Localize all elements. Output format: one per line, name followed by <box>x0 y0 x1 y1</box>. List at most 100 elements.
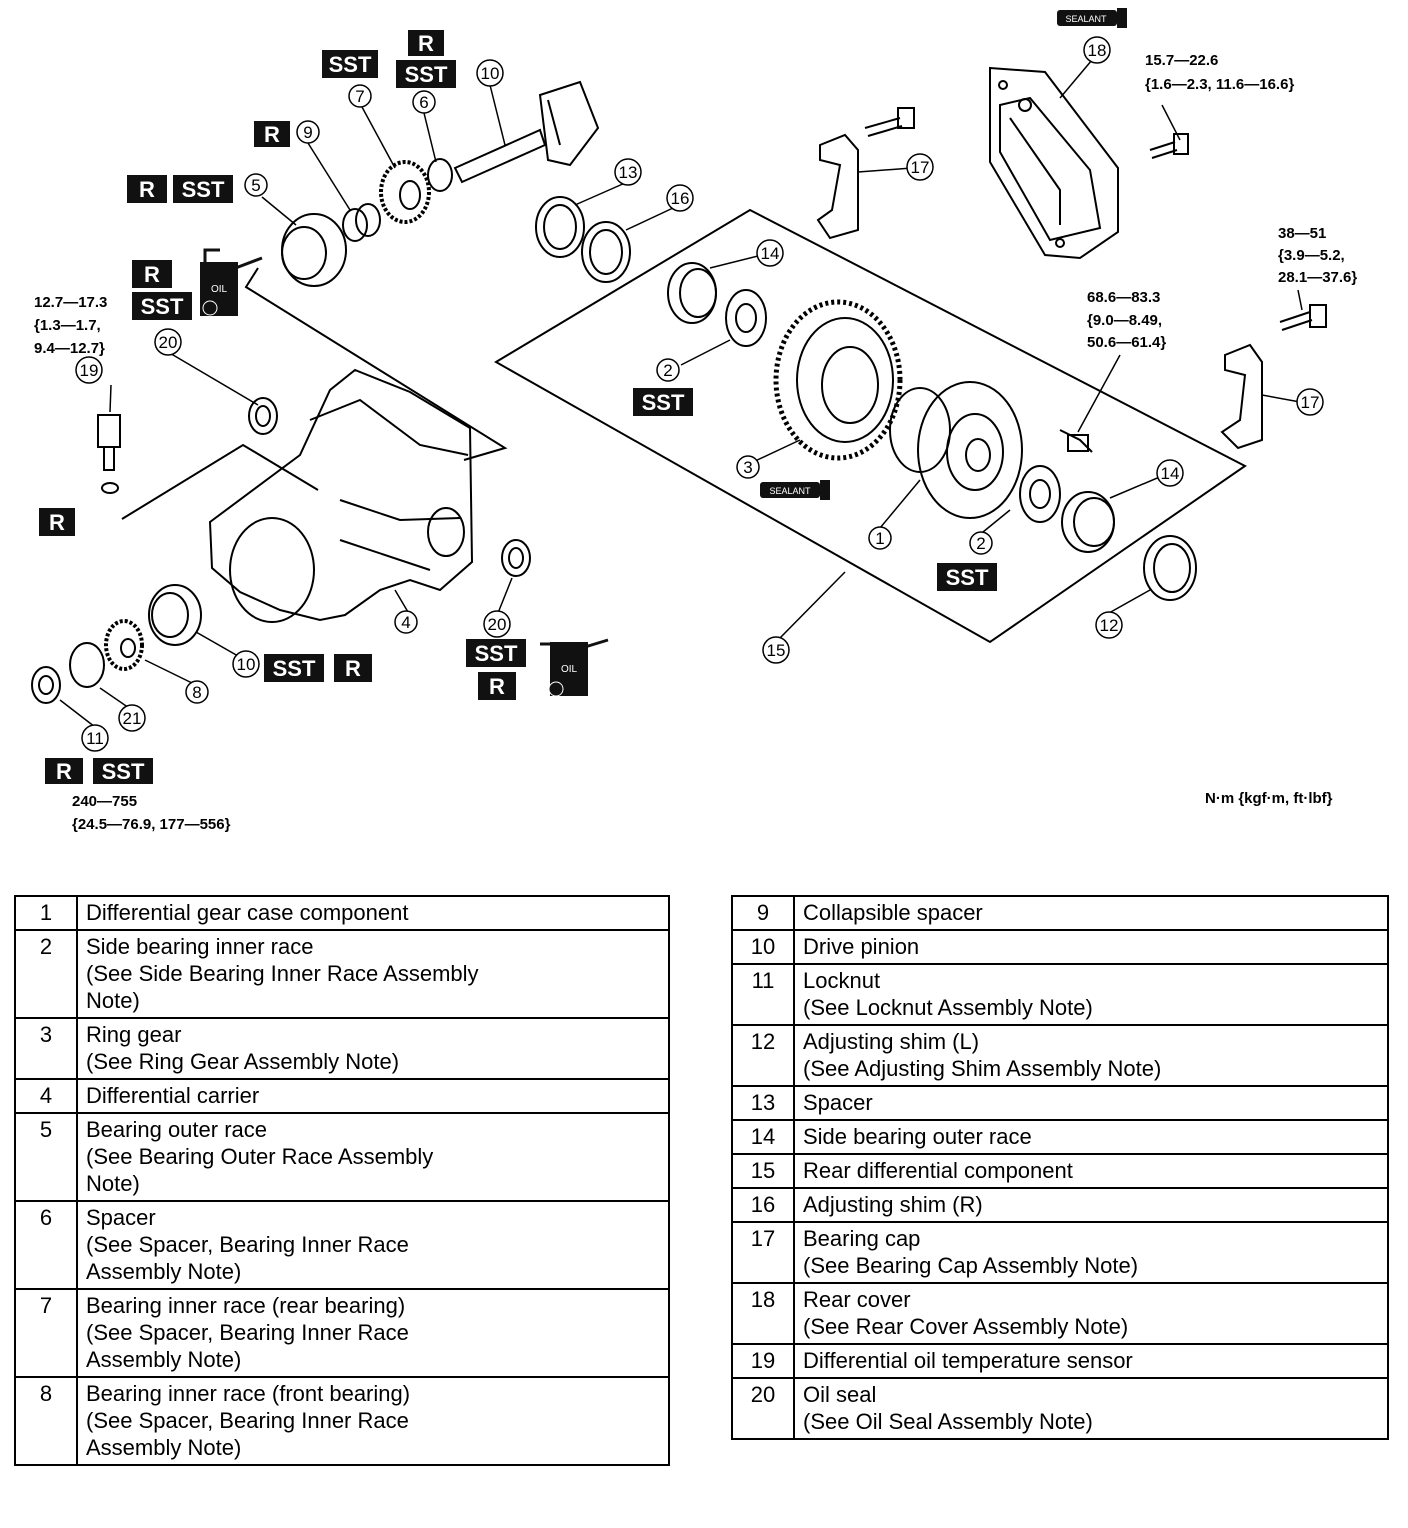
svg-text:{1.3—1.7,: {1.3—1.7, <box>34 317 101 334</box>
part-description: Bearing inner race (front bearing)(See S… <box>76 1376 670 1466</box>
svg-text:17: 17 <box>911 158 930 177</box>
part-description: Bearing inner race (rear bearing)(See Sp… <box>76 1288 670 1378</box>
description-line: Collapsible spacer <box>803 900 983 925</box>
svg-text:20: 20 <box>159 333 178 352</box>
svg-text:13: 13 <box>619 163 638 182</box>
svg-text:SST: SST <box>182 177 225 202</box>
callout-13: 13 <box>614 158 642 186</box>
leader-line <box>121 443 319 520</box>
description-line: Differential oil temperature sensor <box>803 1348 1133 1373</box>
sealant-icon: SEALANT <box>760 480 830 500</box>
oil-can-icon: OIL <box>200 248 263 316</box>
svg-text:{9.0—8.49,: {9.0—8.49, <box>1087 312 1162 329</box>
part-number: 2 <box>14 929 78 1019</box>
part-description: Oil seal(See Oil Seal Assembly Note) <box>793 1377 1389 1440</box>
svg-text:SST: SST <box>475 641 518 666</box>
part-description: Bearing outer race(See Bearing Outer Rac… <box>76 1112 670 1202</box>
rear-bearing-drawing <box>379 160 431 224</box>
callout-3: 3 <box>736 455 760 479</box>
part-number: 11 <box>731 963 795 1026</box>
part-description: Rear cover(See Rear Cover Assembly Note) <box>793 1282 1389 1345</box>
svg-text:SEALANT: SEALANT <box>769 486 811 496</box>
rear-differential-outline <box>494 208 1247 644</box>
callout-12: 12 <box>1095 611 1123 639</box>
sst-badge: SST <box>937 563 997 591</box>
svg-text:SST: SST <box>642 390 685 415</box>
description-line: Bearing inner race (front bearing) <box>86 1381 411 1406</box>
drive-pinion-drawing <box>453 80 600 184</box>
bearing-cap-drawing <box>816 133 1263 450</box>
description-line: Side bearing inner race <box>86 934 314 959</box>
sst-badge: SST <box>322 50 378 78</box>
part-number: 9 <box>731 895 795 931</box>
callout-19: 19 <box>75 356 103 384</box>
description-line: (See Locknut Assembly Note) <box>803 995 1093 1020</box>
description-line: Spacer <box>86 1205 156 1230</box>
sst-badge: SST <box>396 60 456 88</box>
oil-seal-drawing <box>248 397 278 435</box>
svg-text:18: 18 <box>1088 41 1107 60</box>
svg-text:R: R <box>144 262 160 287</box>
description-line: Ring gear <box>86 1022 182 1047</box>
r-badge: R <box>334 654 372 682</box>
description-line: Rear differential component <box>803 1158 1073 1183</box>
sealant-icon: SEALANT <box>1057 8 1127 28</box>
svg-text:4: 4 <box>401 613 410 632</box>
svg-text:OIL: OIL <box>561 664 578 675</box>
r-badge: R <box>39 508 75 536</box>
r-badge: R <box>478 672 516 700</box>
svg-text:12.7—17.3: 12.7—17.3 <box>34 294 107 311</box>
bolt-drawing <box>864 107 1327 453</box>
description-line: (See Bearing Outer Race Assembly <box>86 1144 434 1169</box>
svg-text:{1.6—2.3, 11.6—16.6}: {1.6—2.3, 11.6—16.6} <box>1145 76 1294 93</box>
svg-text:12: 12 <box>1100 616 1119 635</box>
svg-text:20: 20 <box>488 615 507 634</box>
description-line: Bearing cap <box>803 1226 921 1251</box>
svg-text:9: 9 <box>303 123 312 142</box>
torque-sensor: 12.7—17.3 {1.3—1.7, 9.4—12.7} <box>34 294 107 357</box>
part-description: Locknut(See Locknut Assembly Note) <box>793 963 1389 1026</box>
svg-text:5: 5 <box>251 176 260 195</box>
shim-16-drawing <box>581 221 631 283</box>
description-line: (See Spacer, Bearing Inner Race <box>86 1408 409 1433</box>
svg-text:SST: SST <box>405 62 448 87</box>
part-description: Rear differential component <box>793 1153 1389 1189</box>
svg-text:21: 21 <box>123 709 142 728</box>
svg-text:15: 15 <box>767 641 786 660</box>
description-line: Differential carrier <box>86 1083 260 1108</box>
svg-text:R: R <box>56 759 72 784</box>
description-line: Oil seal <box>803 1382 877 1407</box>
r-badge: R <box>408 30 444 56</box>
callout-16: 16 <box>666 184 694 212</box>
part-number: 4 <box>14 1078 78 1114</box>
svg-text:R: R <box>418 31 434 56</box>
callout-14: 14 <box>756 239 784 267</box>
callout-8: 8 <box>185 680 209 704</box>
svg-text:8: 8 <box>192 683 201 702</box>
callout-21: 21 <box>118 704 146 732</box>
svg-text:R: R <box>264 122 280 147</box>
description-line: (See Side Bearing Inner Race Assembly <box>86 961 479 986</box>
sst-badge: SST <box>173 175 233 203</box>
description-line: Assembly Note) <box>86 1435 242 1460</box>
description-line: (See Spacer, Bearing Inner Race <box>86 1232 409 1257</box>
sst-badge: SST <box>132 292 192 320</box>
svg-text:{3.9—5.2,: {3.9—5.2, <box>1278 247 1345 264</box>
oil-can-icon: OIL <box>540 638 609 697</box>
temperature-sensor-drawing <box>97 414 121 494</box>
callout-6: 6 <box>412 90 436 114</box>
part-number: 3 <box>14 1017 78 1080</box>
part-description: Adjusting shim (L)(See Adjusting Shim As… <box>793 1024 1389 1087</box>
svg-text:SST: SST <box>102 759 145 784</box>
part-description: Ring gear(See Ring Gear Assembly Note) <box>76 1017 670 1080</box>
part-description: Side bearing outer race <box>793 1119 1389 1155</box>
